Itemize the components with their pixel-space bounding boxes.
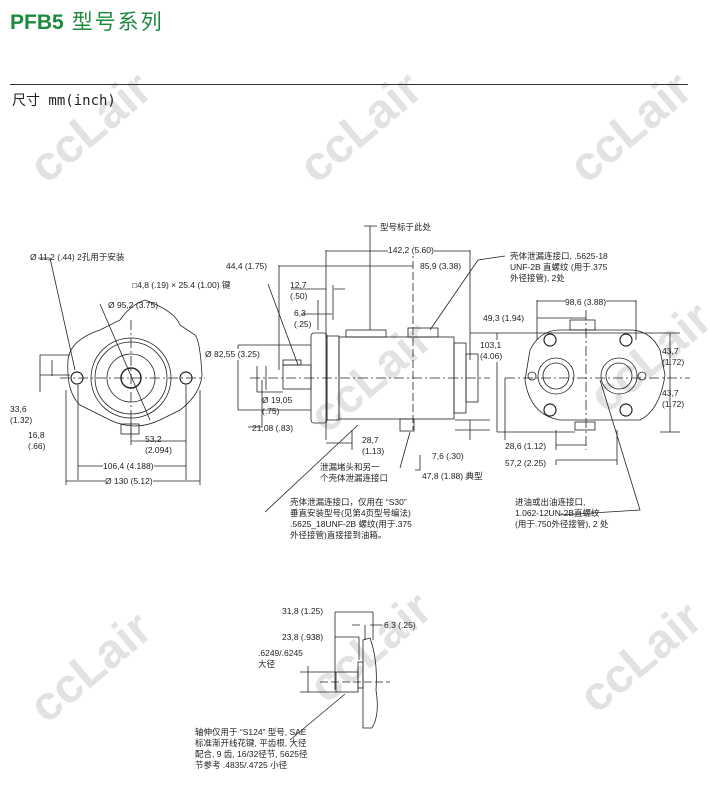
note-line: 配合, 9 齿, 16/32径节, 5625径	[195, 749, 308, 759]
note-line: 个壳体泄漏连接口	[320, 473, 389, 483]
rear-view-drawing	[429, 255, 690, 516]
dim-6-3: 6,3(.25)	[294, 308, 311, 330]
dim-value: 6,3	[294, 308, 306, 318]
dim-19-05: Ø 19,05(.75)	[262, 395, 292, 417]
note-line: .5625_18UNF-2B 螺纹(用于.375	[290, 519, 412, 529]
model-name: PFB5	[10, 11, 64, 34]
note-line: 进油或出油连接口,	[515, 497, 586, 507]
note-line: (用于.750外径接管), 2 处	[515, 519, 609, 529]
dim-33-6: 33,6(1.32)	[10, 404, 32, 426]
note-line: 轴伸仅用于 “S124” 型号, SAE	[195, 727, 307, 737]
dim-inch: (.66)	[28, 441, 46, 451]
front-view-drawing	[38, 257, 205, 485]
dim-106-4: 106,4 (4.188)	[103, 461, 154, 472]
dim-inch: (1.72)	[662, 399, 685, 409]
case-drain-port-note: 壳体泄漏连接口, .5625-18 UNF-2B 直螺纹 (用于.375 外径接…	[510, 251, 608, 284]
case-drain-s30-note: 壳体泄漏连接口，仅用在 “S30” 垂直安装型号(见第4页型号编法) .5625…	[290, 497, 412, 541]
dim-16-8: 16,8(.66)	[28, 430, 45, 452]
dim-value: 43,7	[662, 388, 679, 398]
dim-98-6: 98,6 (3.88)	[565, 297, 607, 308]
spline-view-drawing	[289, 611, 390, 741]
note-line: 外径接管), 2处	[510, 273, 565, 283]
dim-inch: (.50)	[290, 291, 308, 301]
page-title: PFB5 型号系列	[10, 6, 164, 36]
note-line: 节参考 .4835/.4725 小径	[195, 760, 288, 770]
dim-inch: (.75)	[262, 406, 280, 416]
dim-47-8: 47,8 (1.88) 典型	[422, 471, 483, 481]
dim-82-55: Ø 82,55 (3.25)	[205, 349, 260, 360]
dim-inch: (2.094)	[145, 445, 172, 455]
divider	[10, 84, 688, 85]
dim-57-2: 57,2 (2.25)	[505, 458, 547, 468]
dim-103-1: 103,1(4.06)	[480, 340, 503, 362]
note-line: 壳体泄漏连接口，仅用在 “S30”	[290, 497, 407, 507]
spline-note: 轴伸仅用于 “S124” 型号, SAE 标准渐开线花键, 平齿根, 大径 配合…	[195, 727, 307, 771]
dim-44-4: 44,4 (1.75)	[226, 261, 268, 271]
dim-130: Ø 130 (5.12)	[105, 476, 153, 487]
dim-value: 103,1	[480, 340, 502, 350]
dim-inch: (1.32)	[10, 415, 33, 425]
dim-12-7: 12,7(.50)	[290, 280, 307, 302]
dim-21-08: 21,08 (.83)	[252, 423, 294, 433]
dim-53-2: 53,2(2.094)	[145, 434, 172, 456]
dim-value: 12,7	[290, 280, 307, 290]
dim-31-8: 31,8 (1.25)	[282, 606, 324, 616]
dim-inch: (1.13)	[362, 446, 385, 456]
note-line: UNF-2B 直螺纹 (用于.375	[510, 262, 608, 272]
note-line: 外径接管)直接接到油箱。	[290, 530, 387, 540]
dim-value: Ø 19,05	[262, 395, 293, 405]
note-line: .6249/.6245	[258, 648, 303, 658]
dim-inch: (4.06)	[480, 351, 503, 361]
dim-43-7-upper: 43,7(1.72)	[662, 346, 684, 368]
title-series: 型号系列	[71, 11, 164, 34]
mount-holes-label: Ø 11,2 (.44) 2孔用于安装	[30, 252, 125, 262]
dim-142-2: 142,2 (5.60)	[388, 245, 434, 256]
dim-85-9: 85,9 (3.38)	[420, 261, 462, 271]
note-line: 大径	[258, 659, 276, 669]
dim-49-3: 49,3 (1.94)	[483, 313, 525, 323]
dim-28-6: 28,6 (1.12)	[505, 441, 547, 451]
key-label: □4,8 (.19) × 25.4 (1.00) 键	[132, 280, 231, 290]
pilot-diameter-label: Ø 95,2 (3.75)	[108, 300, 159, 310]
dim-6-3-spline: 6,3 (.25)	[384, 620, 416, 630]
dim-23-8: 23,8 (.938)	[282, 632, 324, 642]
dim-value: 16,8	[28, 430, 45, 440]
dim-28-7: 28,7(1.13)	[362, 435, 384, 457]
units-label: 尺寸 mm(inch)	[12, 93, 116, 109]
dim-value: 33,6	[10, 404, 27, 414]
model-label-note: 型号标于此处	[380, 222, 432, 232]
dim-value: 53,2	[145, 434, 162, 444]
dim-inch: (1.72)	[662, 357, 685, 367]
dim-value: 28,7	[362, 435, 379, 445]
note-line: 泄漏堵头和另一	[320, 462, 380, 472]
dim-7-6: 7,6 (.30)	[432, 451, 464, 461]
dim-value: 43,7	[662, 346, 679, 356]
note-line: 标准渐开线花键, 平齿根, 大径	[195, 738, 307, 748]
drain-plug-note: 泄漏堵头和另一个壳体泄漏连接口	[320, 462, 388, 484]
note-line: 壳体泄漏连接口, .5625-18	[510, 251, 608, 261]
side-view-drawing	[237, 225, 490, 513]
note-line: 1.062-12UN-2B直螺纹	[515, 508, 600, 518]
dim-inch: (.25)	[294, 319, 312, 329]
note-line: 垂直安装型号(见第4页型号编法)	[290, 508, 411, 518]
dim-43-7-lower: 43,7(1.72)	[662, 388, 684, 410]
port-note: 进油或出油连接口, 1.062-12UN-2B直螺纹 (用于.750外径接管),…	[515, 497, 609, 530]
